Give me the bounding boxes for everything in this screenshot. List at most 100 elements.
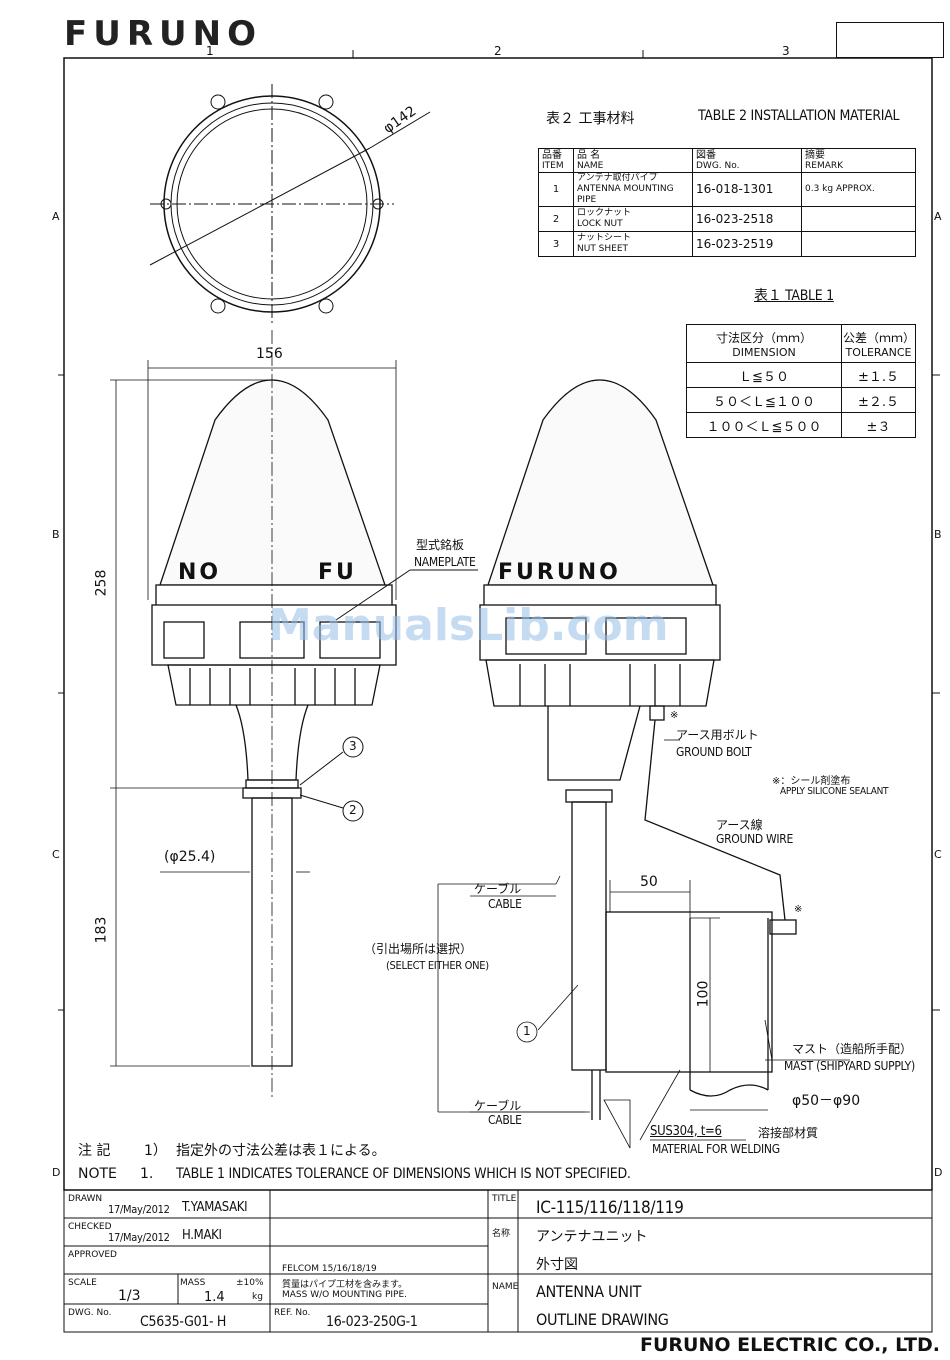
tb-mass-label: MASS bbox=[180, 1278, 206, 1288]
tol-val-1: ±１.５ bbox=[841, 362, 916, 388]
tb-dwg: C5635-G01- H bbox=[140, 1314, 227, 1330]
tb-drawn-name: T.YAMASAKI bbox=[182, 1200, 248, 1215]
th-remark-jp: 摘要 bbox=[805, 149, 825, 161]
tolerance-table: 寸法区分（ｍｍ）DIMENSION 公差（ｍｍ）TOLERANCE Ｌ≦５０±１… bbox=[686, 324, 916, 438]
tb-name-en2: OUTLINE DRAWING bbox=[536, 1310, 669, 1329]
tb-drawn-date: 17/May/2012 bbox=[108, 1203, 170, 1216]
table-row: １００＜Ｌ≦５００±３ bbox=[686, 412, 916, 438]
zone-1: 1 bbox=[206, 44, 214, 58]
side-view bbox=[479, 379, 797, 1120]
row2-item: 2 bbox=[538, 206, 574, 232]
dim-50: 50 bbox=[640, 874, 658, 890]
tol-dim-1: Ｌ≦５０ bbox=[686, 362, 842, 388]
row1-dwg: 16-018-1301 bbox=[692, 172, 802, 207]
tb-name-jp2: 外寸図 bbox=[536, 1257, 578, 1273]
tb-checked-label: CHECKED bbox=[68, 1222, 112, 1232]
tol-th-dim-jp: 寸法区分（ｍｍ） bbox=[715, 330, 812, 345]
table1-title: 表１ TABLE 1 bbox=[754, 288, 834, 304]
tb-title-label: TITLE bbox=[492, 1194, 517, 1204]
tol-th-dim-en: DIMENSION bbox=[732, 345, 796, 359]
table2-title-en: TABLE 2 INSTALLATION MATERIAL bbox=[698, 108, 900, 124]
tol-val-3: ±３ bbox=[841, 412, 916, 438]
row2-remark bbox=[801, 206, 916, 232]
note-num-jp: 1） bbox=[144, 1143, 167, 1159]
nameplate-label-en: NAMEPLATE bbox=[414, 555, 476, 569]
zone-a-right: A bbox=[934, 210, 942, 223]
dim-mast-dia: φ50－φ90 bbox=[792, 1093, 861, 1109]
th-remark-en: REMARK bbox=[805, 160, 844, 171]
row1-item: 1 bbox=[538, 172, 574, 207]
table-row: Ｌ≦５０±１.５ bbox=[686, 362, 916, 388]
tol-th-tol-jp: 公差（ｍｍ） bbox=[843, 330, 916, 345]
zone-a-left: A bbox=[52, 210, 60, 223]
note-label-jp: 注 記 bbox=[78, 1143, 111, 1159]
row1-remark: 0.3 kg APPROX. bbox=[801, 172, 916, 207]
tb-mass-note-jp: 質量はパイプ工材を含みます。 bbox=[282, 1280, 408, 1290]
dome-logo: FURUNO bbox=[498, 560, 621, 585]
tb-mass-tol: ±10% bbox=[236, 1278, 264, 1288]
zone-c-left: C bbox=[52, 848, 60, 861]
weld-en: MATERIAL FOR WELDING bbox=[652, 1142, 780, 1156]
row3-name-en: NUT SHEET bbox=[577, 244, 629, 254]
tb-name-en: ANTENNA UNIT bbox=[536, 1282, 642, 1301]
tol-val-2: ±２.５ bbox=[841, 387, 916, 413]
tb-name-jp: アンテナユニット bbox=[536, 1229, 648, 1245]
furuno-logo: FURUNO bbox=[64, 14, 262, 54]
row3-remark bbox=[801, 231, 916, 257]
zone-d-right: D bbox=[934, 1166, 943, 1179]
zone-3: 3 bbox=[782, 44, 790, 58]
nameplate-text-right: FU bbox=[318, 560, 357, 585]
tol-dim-3: １００＜Ｌ≦５００ bbox=[686, 412, 842, 438]
dim-width-156: 156 bbox=[256, 346, 283, 362]
nameplate-label-jp: 型式銘板 bbox=[416, 538, 465, 552]
company-footer: FURUNO ELECTRIC CO., LTD. bbox=[640, 1334, 941, 1356]
mast-en: MAST (SHIPYARD SUPPLY) bbox=[784, 1059, 915, 1073]
note-label-en: NOTE bbox=[78, 1166, 117, 1182]
ground-bolt-jp: アース用ボルト bbox=[676, 728, 759, 742]
note-num-en: 1. bbox=[140, 1166, 154, 1182]
weld-code: SUS304, t=6 bbox=[650, 1124, 722, 1139]
th-dwg-jp: 図番 bbox=[696, 149, 716, 161]
tol-dim-2: ５０＜Ｌ≦１００ bbox=[686, 387, 842, 413]
dim-height-183: 183 bbox=[93, 916, 110, 944]
row2-dwg: 16-023-2518 bbox=[692, 206, 802, 232]
select-en: (SELECT EITHER ONE) bbox=[386, 959, 489, 972]
sealant-jp: ※：シール剤塗布 bbox=[772, 776, 851, 787]
watermark: ManualsLib.com bbox=[268, 600, 669, 651]
tb-mass: 1.4 bbox=[204, 1290, 225, 1305]
tb-ref-label: REF. No. bbox=[274, 1308, 311, 1318]
row3-item: 3 bbox=[538, 231, 574, 257]
callout-2: 2 bbox=[349, 803, 357, 817]
th-dwg-en: DWG. No. bbox=[696, 160, 740, 171]
tb-name-label: NAME bbox=[492, 1282, 519, 1292]
table-row: ５０＜Ｌ≦１００±２.５ bbox=[686, 387, 916, 413]
cable-en-2: CABLE bbox=[488, 1113, 522, 1127]
row2-name-en: LOCK NUT bbox=[577, 219, 623, 229]
row1-name-en: ANTENNA MOUNTING PIPE bbox=[577, 184, 674, 205]
tb-dwg-label: DWG. No. bbox=[68, 1308, 112, 1318]
row3-dwg: 16-023-2519 bbox=[692, 231, 802, 257]
top-view bbox=[149, 84, 431, 324]
ground-bolt-en: GROUND BOLT bbox=[676, 745, 752, 759]
table2-title-jp: 表２ 工事材料 bbox=[546, 111, 635, 127]
tb-ref: 16-023-250G-1 bbox=[326, 1314, 418, 1330]
zone-c-right: C bbox=[934, 848, 942, 861]
tol-th-tol-en: TOLERANCE bbox=[845, 345, 912, 359]
tb-mass-note-en: MASS W/O MOUNTING PIPE. bbox=[282, 1290, 408, 1300]
tb-approved-label: APPROVED bbox=[68, 1250, 117, 1260]
dim-dia-25: (φ25.4) bbox=[164, 849, 216, 865]
tb-checked-date: 17/May/2012 bbox=[108, 1231, 170, 1244]
weld-jp: 溶接部材質 bbox=[758, 1126, 819, 1140]
zone-b-right: B bbox=[934, 528, 942, 541]
tb-checked-name: H.MAKI bbox=[182, 1228, 222, 1243]
tb-title: IC-115/116/118/119 bbox=[536, 1198, 684, 1218]
star-mark-wire: ※ bbox=[794, 904, 803, 915]
th-item-jp: 品番 bbox=[542, 149, 562, 161]
tb-name-jp-label: 名称 bbox=[492, 1229, 511, 1239]
dim-height-258: 258 bbox=[93, 569, 110, 597]
th-name-en: NAME bbox=[577, 160, 604, 171]
row2-name-jp: ロックナット bbox=[577, 208, 632, 218]
